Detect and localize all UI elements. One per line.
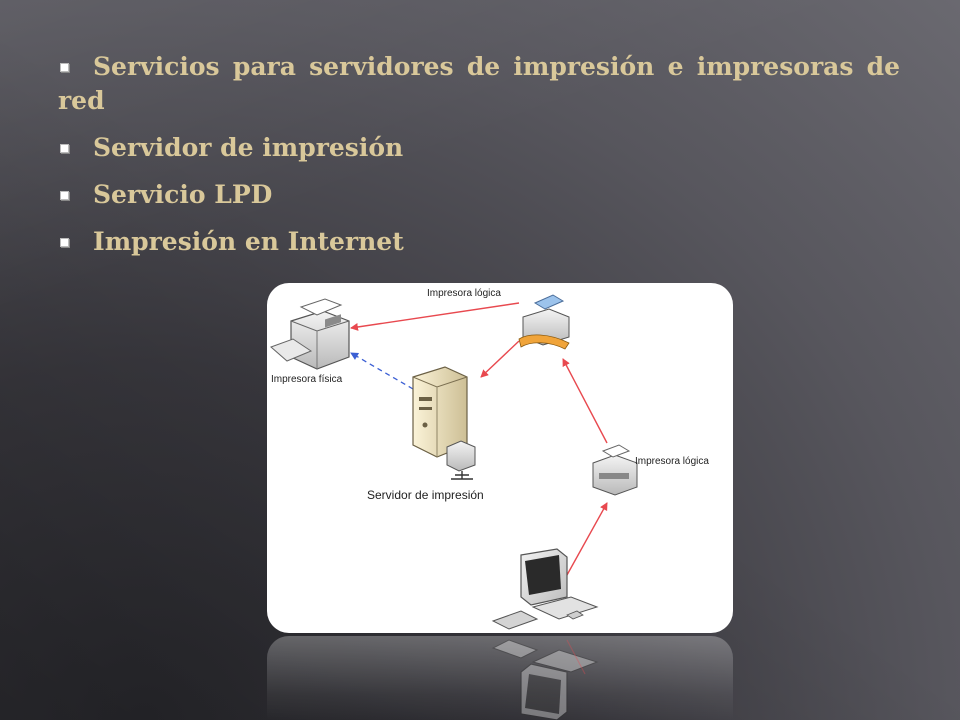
logical-printer-right-label: Impresora lógica [635, 456, 709, 467]
bullet-text: Servicios para servidores de impresión e… [58, 52, 900, 115]
square-bullet-icon [60, 143, 69, 153]
bullet-text: Servidor de impresión [93, 133, 404, 162]
logical-printer-top-label: Impresora lógica [427, 288, 501, 299]
diagram-svg: Impresora física Impresora lógica Servid… [270, 288, 709, 630]
arrow-server-to-physical [350, 352, 414, 390]
bullet-text: Servicio LPD [93, 180, 273, 209]
arrow-logical-to-server [480, 340, 520, 378]
bullet-item: Impresión en Internet [58, 225, 900, 259]
physical-printer-icon [270, 298, 350, 370]
arrow-printer-to-logical [562, 358, 608, 444]
logical-printer-top-icon [518, 294, 570, 350]
diagram-reflection [267, 636, 733, 720]
square-bullet-icon [60, 62, 69, 72]
computer-reflection-icon [491, 639, 599, 720]
square-bullet-icon [60, 190, 69, 200]
bullet-item: Servidor de impresión [58, 131, 900, 165]
bullet-list: Servicios para servidores de impresión e… [58, 50, 900, 272]
bullet-item: Servicio LPD [58, 178, 900, 212]
physical-printer-label: Impresora física [271, 374, 343, 385]
computer-icon [491, 548, 599, 630]
arrow-logical-to-physical [350, 302, 520, 331]
logical-printer-right-icon [592, 444, 638, 496]
square-bullet-icon [60, 237, 69, 247]
server-printer-icon [446, 440, 476, 480]
bullet-text: Impresión en Internet [93, 227, 404, 256]
bullet-item: Servicios para servidores de impresión e… [58, 50, 900, 118]
reflection-svg [491, 639, 599, 720]
print-network-diagram: Impresora física Impresora lógica Servid… [267, 283, 733, 633]
arrow-computer-to-printer [566, 502, 608, 576]
print-server-label: Servidor de impresión [367, 488, 484, 502]
